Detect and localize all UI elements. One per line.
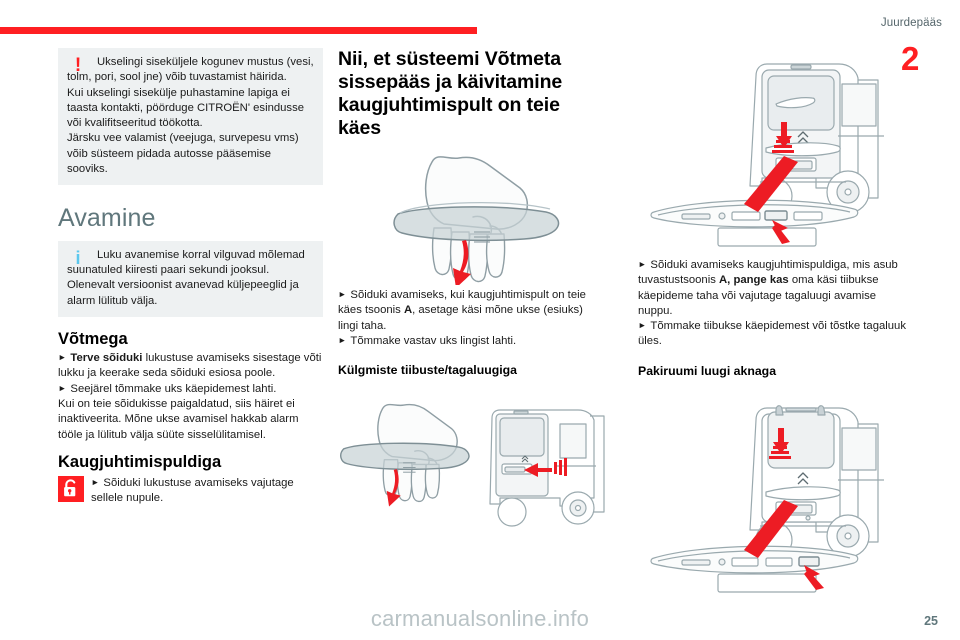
column-right-text-block-1: Sõiduki avamiseks kaugjuhtimispuldiga, m…: [638, 258, 910, 383]
middle-paragraph-2: Tõmmake vastav uks lingist lahti.: [338, 334, 603, 349]
header-section-label: Juurdepääs: [880, 17, 942, 29]
site-watermark: carmanualsonline.info: [370, 606, 590, 631]
information-callout-line-2: Olenevalt versioonist avanevad küljepeeg…: [67, 279, 299, 307]
page-title: Avamine: [58, 204, 156, 233]
key-paragraph-3: Kui on teie sõidukisse paigaldatud, siis…: [58, 397, 299, 441]
information-callout-line-1: Luku avanemise korral vilguvad mõlemad s…: [67, 248, 305, 277]
heading-with-remote: Kaugjuhtimispuldiga: [58, 452, 222, 471]
information-callout: i Luku avanemise korral vilguvad mõlemad…: [58, 240, 323, 318]
key-paragraph-1: Terve sõiduki lukustuse avamiseks sisest…: [58, 351, 323, 382]
key-bold-lead: Terve sõiduki: [70, 352, 143, 365]
hand-behind-handle-and-rear-swing-doors-illustration: [336, 398, 608, 538]
van-rear-tailgate-and-handle-detail-illustration: [648, 52, 938, 252]
key-paragraph-2: Seejärel tõmmake uks käepidemest lahti.: [58, 382, 323, 397]
warning-callout-line-2: Kui ukselingi sisekülje puhastamine lapi…: [67, 86, 305, 130]
remote-unlock-text: Sõiduki lukustuse avamiseks vajutage sel…: [91, 476, 323, 507]
warning-callout-line-1: Ukselingi siseküljele kogunev mustus (ve…: [67, 56, 314, 84]
middle-paragraph-1: Sõiduki avamiseks, kui kaugjuhtimispult …: [338, 288, 603, 334]
middle-sub-heading: Külgmiste tiibuste/tagaluugiga: [338, 363, 518, 378]
key-paragraph-1-rest: lukustuse avamiseks sisestage võti lukku…: [58, 352, 322, 380]
remote-unlock-row: Sõiduki lukustuse avamiseks vajutage sel…: [58, 475, 323, 507]
warning-callout: ! Ukselingi siseküljele kogunev mustus (…: [58, 48, 323, 186]
unlocked-padlock-icon: [58, 475, 84, 502]
right-sub-heading: Pakiruumi luugi aknaga: [638, 363, 777, 378]
warning-exclamation-icon: !: [74, 55, 82, 76]
feature-title: Nii, et süsteemi Võtmeta sissepääs ja kä…: [338, 48, 563, 139]
hand-behind-door-handle-illustration: [370, 150, 585, 285]
column-middle-text-block: Sõiduki avamiseks, kui kaugjuhtimispult …: [338, 288, 603, 382]
warning-callout-line-3: Järsku vee valamist (veejuga, survepesu …: [67, 132, 299, 176]
header-red-rule: [0, 27, 477, 34]
right-paragraph-1: Sõiduki avamiseks kaugjuhtimispuldiga, m…: [638, 258, 910, 319]
chapter-number: 2: [901, 40, 920, 77]
information-icon: i: [75, 247, 81, 268]
column-left: ! Ukselingi siseküljele kogunev mustus (…: [58, 48, 323, 506]
page-number: 25: [924, 614, 938, 628]
right-paragraph-2: Tõmmake tiibukse käepidemest või tõstke …: [638, 319, 910, 350]
van-rear-window-hatch-and-handle-detail-illustration: [648, 392, 938, 602]
heading-with-key: Võtmega: [58, 330, 128, 349]
column-middle: Nii, et süsteemi Võtmeta sissepääs ja kä…: [338, 48, 603, 154]
